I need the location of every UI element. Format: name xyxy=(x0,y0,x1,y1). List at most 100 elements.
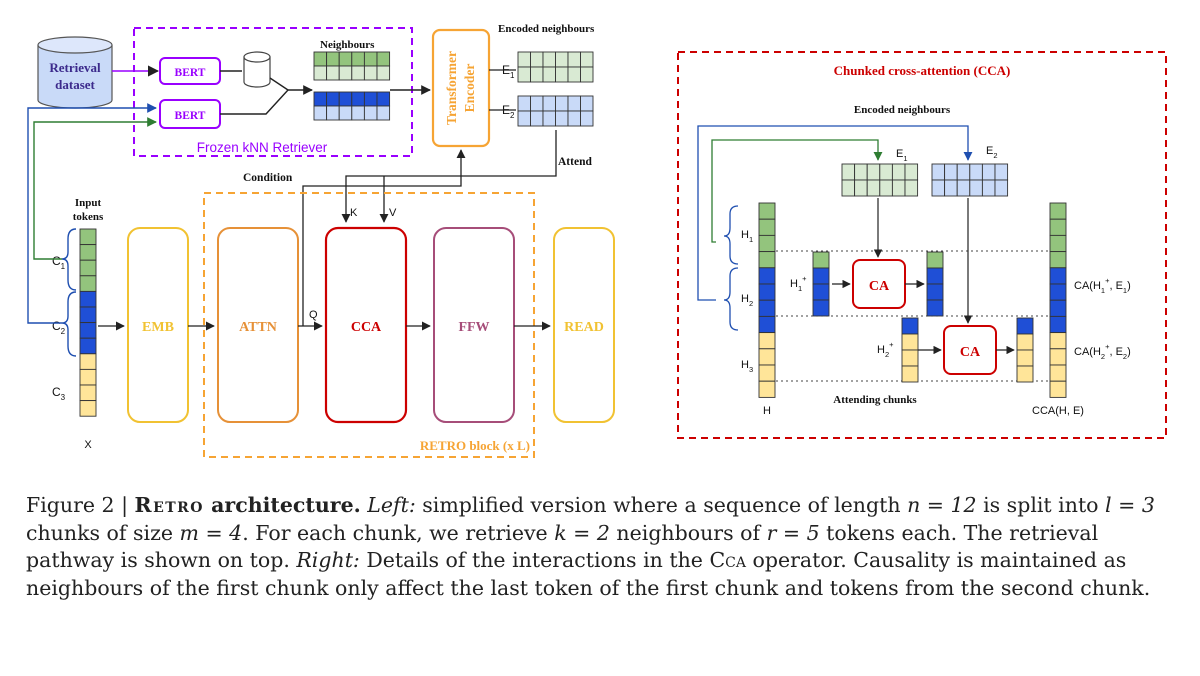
cca-output-token-cell xyxy=(1049,283,1067,301)
q-label: Q xyxy=(309,309,318,321)
neighbour-token-cell xyxy=(351,91,365,107)
encoded-token-cell xyxy=(841,179,856,197)
right-e2-label: E2 xyxy=(986,145,998,160)
cca-output-token-cell xyxy=(1049,234,1067,253)
h-token-cell xyxy=(758,299,776,317)
h2-plus-token-cell xyxy=(901,317,919,335)
caption-text-7: Details of the interactions in the xyxy=(359,548,710,572)
attn-block xyxy=(217,227,299,423)
h-token-cell xyxy=(758,364,776,382)
neighbour-token-cell xyxy=(313,91,328,107)
encoded-token-cell xyxy=(542,66,556,83)
encoded-token-cell xyxy=(555,95,569,112)
h1-plus-label: H1+ xyxy=(790,274,807,293)
input-token-cell xyxy=(79,290,97,308)
encoded-token-cell xyxy=(854,179,868,197)
input-token-cell xyxy=(79,244,97,261)
h-token-column xyxy=(758,202,776,398)
encoded-token-cell xyxy=(517,110,531,127)
h2-plus-token-cell xyxy=(901,365,919,383)
neighbour-token-cell xyxy=(338,105,353,121)
bert-label-bottom: BERT xyxy=(175,110,206,122)
encoded-token-cell xyxy=(555,51,569,68)
encoded-token-cell xyxy=(956,163,971,181)
input-token-cell xyxy=(79,259,97,277)
encoded-token-cell xyxy=(555,66,569,83)
h3-label: H3 xyxy=(741,359,753,374)
neighbour-token-cell xyxy=(326,91,340,107)
neighbour-grid-blue xyxy=(313,91,391,121)
input-token-column xyxy=(79,228,97,417)
h1-plus-token-cell xyxy=(812,299,830,317)
encoded-token-cell xyxy=(567,51,581,68)
ca-output-token-cell xyxy=(926,251,944,269)
h1-plus-token-cell xyxy=(812,267,830,285)
frozen-retriever-box xyxy=(133,27,413,157)
ca-output-token-cell xyxy=(1016,317,1034,335)
encoded-token-cell xyxy=(567,95,581,112)
encoded-token-cell xyxy=(994,163,1009,181)
neighbour-token-cell xyxy=(313,105,328,121)
v-label: V xyxy=(389,207,397,219)
ffw-label: FFW xyxy=(458,320,489,335)
chunk-label-1: C1 xyxy=(52,254,66,271)
encoded-grid-green xyxy=(517,51,594,83)
cca-output-column xyxy=(1049,202,1067,398)
caption-r-eq: r = 5 xyxy=(766,520,820,545)
ca-label-2: CA xyxy=(960,345,981,360)
caption-k-eq: k = 2 xyxy=(554,520,610,545)
x-label: X xyxy=(84,439,92,451)
caption-architecture: architecture. xyxy=(204,493,361,517)
right-encoded-grid-green xyxy=(841,163,919,197)
encoded-token-cell xyxy=(580,66,594,83)
h-token-cell xyxy=(758,380,776,398)
cca-output-token-cell xyxy=(1049,315,1067,334)
neighbour-token-cell xyxy=(376,91,391,107)
caption-n-eq: n = 12 xyxy=(907,493,977,517)
encoded-token-cell xyxy=(904,163,919,181)
neighbour-token-cell xyxy=(351,51,365,67)
attn-label: ATTN xyxy=(239,320,277,335)
encoded-token-cell xyxy=(530,66,544,83)
encoded-token-cell xyxy=(567,110,581,127)
encoded-neighbours-label: Encoded neighbours xyxy=(498,23,595,35)
encoded-token-cell xyxy=(944,163,958,181)
h2-label: H2 xyxy=(741,293,753,308)
encoded-token-cell xyxy=(904,179,919,197)
neighbour-token-cell xyxy=(363,91,378,107)
transformer-encoder-label-1: Transformer xyxy=(444,51,459,125)
neighbour-token-cell xyxy=(326,65,340,81)
encoded-token-cell xyxy=(969,163,983,181)
frozen-retriever-label: Frozen kNN Retriever xyxy=(197,140,328,155)
cca-label: CCA xyxy=(351,320,382,335)
ca-output-2-column xyxy=(1016,317,1034,383)
h-token-cell xyxy=(758,283,776,301)
encoded-token-cell xyxy=(879,163,893,181)
encoded-token-cell xyxy=(542,51,556,68)
cca-output-token-cell xyxy=(1049,380,1067,398)
cca-block xyxy=(324,226,408,424)
encoded-token-cell xyxy=(530,110,544,127)
read-label: READ xyxy=(564,320,604,335)
caption-figure-number: Figure 2 | xyxy=(26,493,135,517)
index-database-icon xyxy=(243,51,271,88)
encoded-token-cell xyxy=(944,179,958,197)
ffw-block xyxy=(433,227,515,423)
encoded-token-cell xyxy=(931,179,946,197)
caption-cca: Cca xyxy=(709,548,746,572)
encoded-token-cell xyxy=(567,66,581,83)
caption-text-3: chunks of size xyxy=(26,520,180,545)
neighbour-token-cell xyxy=(313,65,328,81)
retrieval-dataset-label-1: Retrieval xyxy=(49,60,101,75)
input-token-cell xyxy=(79,337,97,355)
neighbour-token-cell xyxy=(351,65,365,81)
retro-block-box xyxy=(203,192,535,458)
encoded-token-cell xyxy=(580,95,594,112)
encoded-token-cell xyxy=(879,179,893,197)
encoded-token-cell xyxy=(580,51,594,68)
encoded-token-cell xyxy=(891,163,906,181)
encoded-token-cell xyxy=(517,51,531,68)
h2-plus-label: H2+ xyxy=(877,340,894,359)
neighbours-label: Neighbours xyxy=(320,39,375,51)
input-token-cell xyxy=(79,400,97,417)
